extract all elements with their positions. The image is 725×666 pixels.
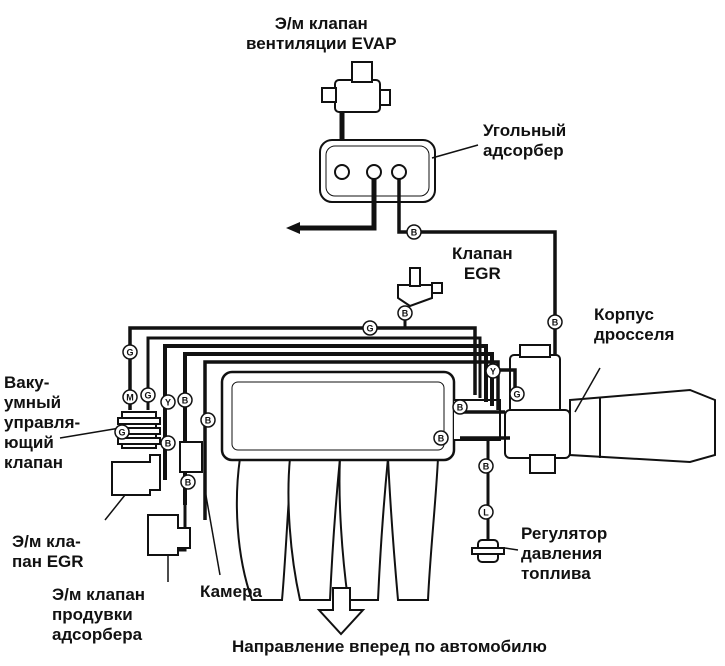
- hose-tag: B: [433, 430, 449, 446]
- svg-text:Y: Y: [490, 367, 496, 377]
- egr-valve: [397, 267, 443, 308]
- forward-direction-label: Направление вперед по автомобилю: [232, 637, 547, 656]
- svg-text:L: L: [483, 508, 489, 518]
- purge-solenoid-label: Э/м клапан продувки адсорбера: [52, 585, 146, 644]
- fuel-pressure-regulator: [471, 539, 505, 563]
- hose-tag: B: [406, 224, 422, 240]
- egr-solenoid-leader: [104, 494, 126, 521]
- svg-text:B: B: [402, 309, 409, 319]
- svg-text:M: M: [126, 393, 134, 403]
- hose-tag: B: [478, 458, 494, 474]
- egr-solenoid-label: Э/м кла- пан EGR: [12, 532, 84, 571]
- fuel-pressure-regulator-label: Регулятор давления топлива: [521, 524, 608, 583]
- vacuum-valve-leader: [59, 427, 121, 439]
- hose-tag: G: [122, 344, 138, 360]
- svg-text:B: B: [438, 434, 445, 444]
- hose-tag: Y: [160, 394, 176, 410]
- hose-tag: G: [140, 387, 156, 403]
- hose-tag: B: [397, 305, 413, 321]
- hose-tag: M: [122, 389, 138, 405]
- svg-text:B: B: [411, 228, 418, 238]
- svg-text:G: G: [513, 390, 520, 400]
- vent-arrow: [286, 222, 300, 234]
- hose-tag: Y: [485, 363, 501, 379]
- hose-tag: B: [177, 392, 193, 408]
- hose-tag: B: [180, 474, 196, 490]
- svg-text:B: B: [552, 318, 559, 328]
- hose-tag: L: [478, 504, 494, 520]
- hose-tag: G: [114, 424, 130, 440]
- purge-solenoid: [147, 514, 191, 556]
- hose-tag: B: [547, 314, 563, 330]
- charcoal-canister-label: Угольный адсорбер: [483, 121, 567, 160]
- throttle-body: [504, 344, 716, 474]
- forward-arrow-icon: [316, 587, 366, 636]
- egr-valve-label: Клапан EGR: [452, 244, 513, 283]
- egr-solenoid: [111, 454, 161, 496]
- svg-text:G: G: [366, 324, 373, 334]
- evap-valve-label: Э/м клапан вентиляции EVAP: [246, 14, 397, 53]
- svg-text:B: B: [165, 439, 172, 449]
- hose-tag: B: [200, 412, 216, 428]
- chamber-label: Камера: [200, 582, 262, 601]
- throttle-leader: [574, 367, 601, 413]
- vacuum-control-valve-label: Ваку- умный управля- ющий клапан: [4, 373, 81, 472]
- regulator-leader: [504, 547, 519, 551]
- chamber-leader: [204, 489, 221, 576]
- svg-text:B: B: [185, 478, 192, 488]
- svg-text:Y: Y: [165, 398, 171, 408]
- svg-text:B: B: [205, 416, 212, 426]
- svg-text:G: G: [126, 348, 133, 358]
- svg-text:G: G: [144, 391, 151, 401]
- hose-tag: G: [509, 386, 525, 402]
- throttle-body-label: Корпус дросселя: [594, 305, 675, 344]
- svg-text:G: G: [118, 428, 125, 438]
- hose-tag: B: [160, 435, 176, 451]
- canister-vent-hose: [300, 179, 377, 231]
- chamber: [179, 441, 203, 473]
- charcoal-canister: [319, 139, 436, 203]
- hose-tag: B: [452, 399, 468, 415]
- evap-vent-solenoid: [321, 61, 391, 113]
- svg-text:B: B: [457, 403, 464, 413]
- intake-manifold: [220, 370, 501, 601]
- svg-text:B: B: [483, 462, 490, 472]
- canister-leader: [431, 144, 479, 159]
- svg-text:B: B: [182, 396, 189, 406]
- hose-tag: G: [362, 320, 378, 336]
